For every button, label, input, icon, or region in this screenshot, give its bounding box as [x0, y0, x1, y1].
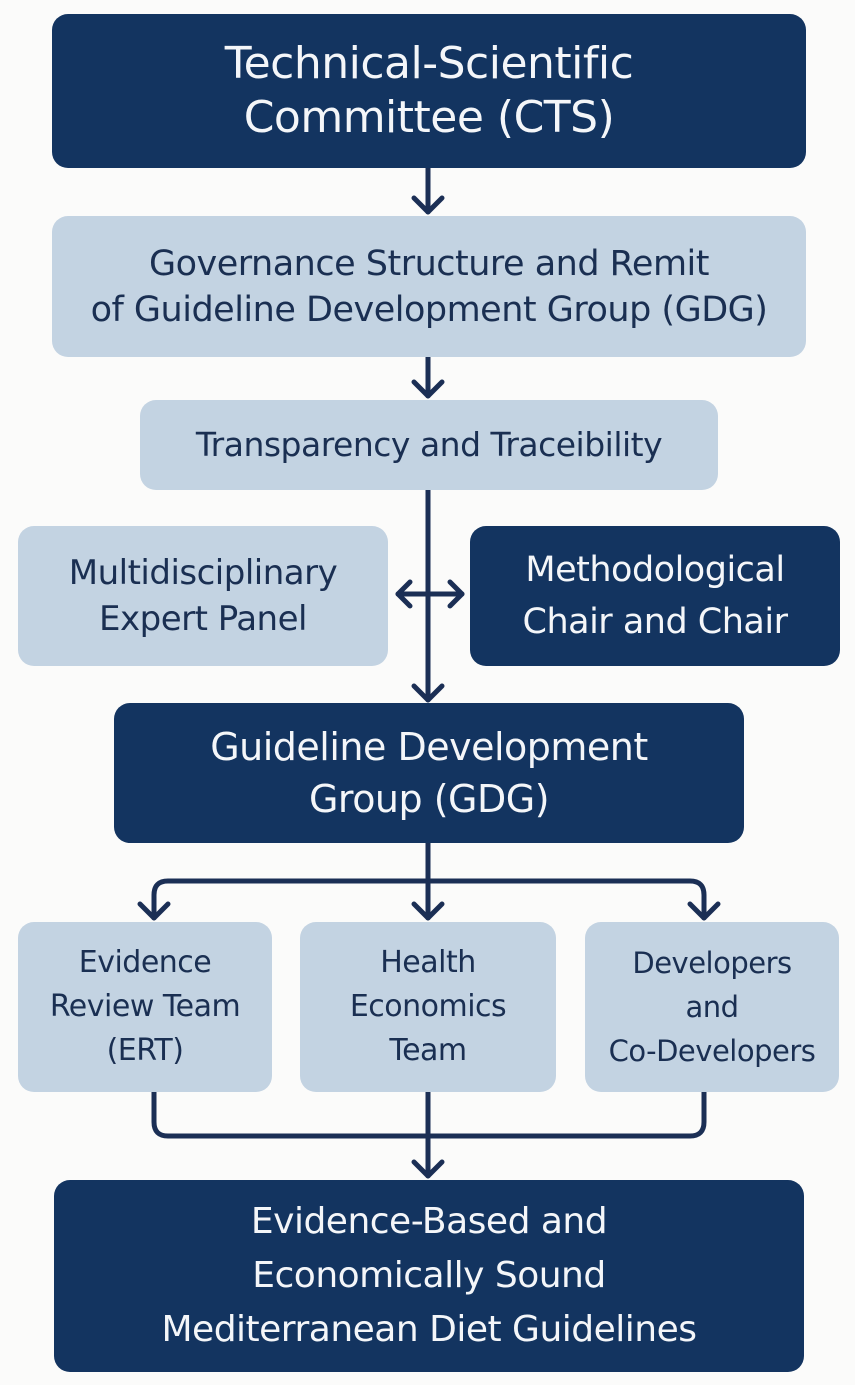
arrowhead-left-icon: [395, 579, 413, 609]
node-developers: Developers and Co-Developers: [585, 922, 839, 1092]
node-transparency-label: Transparency and Traceibility: [195, 425, 663, 464]
node-chair: Methodological Chair and Chair: [470, 526, 840, 666]
arrowhead-right-icon: [447, 579, 465, 609]
arrowhead-icon: [411, 683, 445, 703]
arrowhead-icon: [411, 1159, 445, 1179]
node-cts-label: Technical-Scientific Committee (CTS): [224, 38, 634, 143]
branch-line: [151, 878, 707, 921]
node-gdg: Guideline Development Group (GDG): [114, 703, 744, 843]
node-ert: Evidence Review Team (ERT): [18, 922, 272, 1092]
node-governance-label: Governance Structure and Remit of Guidel…: [90, 243, 768, 330]
node-expert-panel: Multidisciplinary Expert Panel: [18, 526, 388, 666]
node-cts: Technical-Scientific Committee (CTS): [52, 14, 806, 168]
arrowhead-icon: [411, 379, 445, 399]
node-health-econ: Health Economics Team: [300, 922, 556, 1092]
node-gdg-label: Guideline Development Group (GDG): [210, 725, 648, 821]
node-health-econ-label: Health Economics Team: [349, 945, 507, 1068]
arrowhead-icon: [411, 195, 445, 215]
arrowhead-icon: [137, 901, 171, 921]
node-output: Evidence-Based and Economically Sound Me…: [54, 1180, 804, 1372]
arrowhead-icon: [411, 901, 445, 921]
node-transparency: Transparency and Traceibility: [140, 400, 718, 490]
node-expert-panel-label: Multidisciplinary Expert Panel: [68, 553, 338, 639]
arrowhead-icon: [687, 901, 721, 921]
node-governance: Governance Structure and Remit of Guidel…: [52, 216, 806, 357]
node-ert-label: Evidence Review Team (ERT): [49, 945, 241, 1068]
node-output-label: Evidence-Based and Economically Sound Me…: [161, 1201, 697, 1350]
node-chair-label: Methodological Chair and Chair: [522, 550, 788, 642]
node-developers-label: Developers and Co-Developers: [608, 946, 816, 1068]
